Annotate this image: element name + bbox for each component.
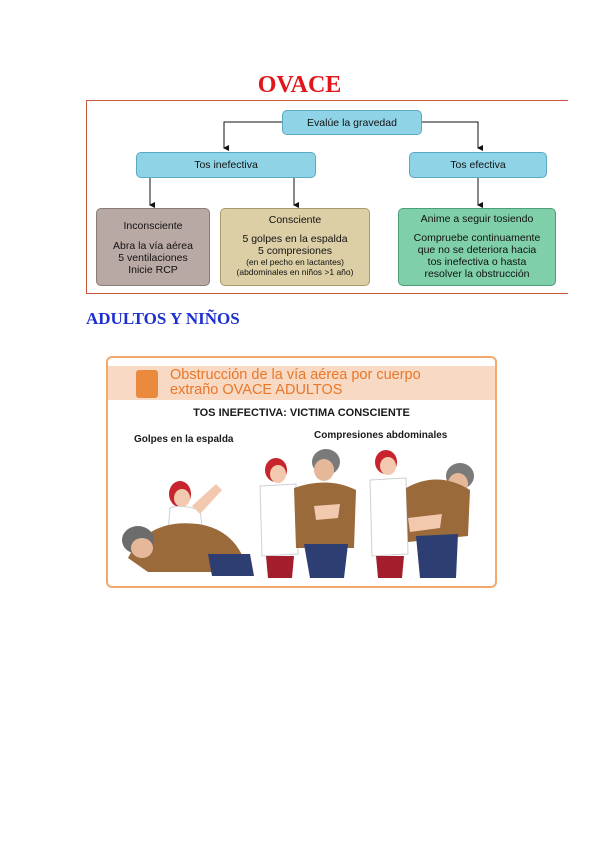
section-subtitle: ADULTOS Y NIÑOS — [86, 309, 240, 328]
node-conscious-line: 5 golpes en la espalda — [242, 233, 348, 245]
abdominal-thrusts-scene-1 — [259, 449, 356, 578]
flowchart-connectors — [149, 121, 483, 208]
node-effective-cough-label: Tos efectiva — [450, 159, 506, 171]
node-unconscious-line: Abra la vía aérea — [113, 240, 193, 252]
node-effective-line: Compruebe continuamente — [413, 232, 541, 244]
connector-root-left — [223, 121, 282, 151]
illustration-header: Obstrucción de la vía aérea por cuerpo e… — [170, 368, 490, 398]
connector-root-right — [422, 121, 483, 151]
back-blows-label: Golpes en la espalda — [134, 434, 234, 445]
node-unconscious: Inconsciente Abra la vía aérea 5 ventila… — [96, 208, 210, 286]
node-conscious-heading: Consciente — [268, 214, 322, 226]
illustration-header-bar — [108, 366, 495, 400]
node-unconscious-line: Inicie RCP — [128, 264, 178, 276]
illustration-header-line: Obstrucción de la vía aérea por cuerpo — [170, 367, 421, 383]
rescue-figures-drawing — [122, 449, 474, 578]
illustration-header-line: extraño OVACE ADULTOS — [170, 382, 343, 398]
node-effective-line: resolver la obstrucción — [424, 268, 530, 280]
ovace-flowchart: Evalúe la gravedad Tos inefectiva Tos ef… — [86, 100, 568, 296]
node-effective-cough: Tos efectiva — [409, 152, 547, 178]
abdominal-thrusts-label: Compresiones abdominales — [314, 430, 448, 441]
node-conscious-note: (en el pecho en lactantes) — [246, 257, 344, 267]
abdominal-thrusts-scene-2 — [369, 450, 474, 578]
node-ineffective-cough-label: Tos inefectiva — [194, 159, 258, 171]
back-blows-scene — [122, 481, 254, 576]
node-effective: Anime a seguir tosiendo Compruebe contin… — [398, 208, 556, 286]
node-conscious-line: 5 compresiones — [257, 245, 333, 257]
node-unconscious-heading: Inconsciente — [123, 220, 183, 232]
choking-illustration: Obstrucción de la vía aérea por cuerpo e… — [106, 356, 497, 588]
illustration-subheading: TOS INEFECTIVA: VICTIMA CONSCIENTE — [193, 407, 410, 419]
node-evaluate-severity-label: Evalúe la gravedad — [307, 116, 397, 129]
node-unconscious-line: 5 ventilaciones — [118, 252, 188, 264]
node-effective-heading: Anime a seguir tosiendo — [420, 213, 534, 225]
choking-person-icon — [136, 370, 158, 398]
node-ineffective-cough: Tos inefectiva — [136, 152, 316, 178]
flowchart-frame — [86, 100, 568, 294]
page-title: OVACE — [257, 72, 342, 98]
node-effective-line: que no se deteriora hacia — [417, 244, 537, 256]
node-effective-line: tos inefectiva o hasta — [427, 256, 527, 268]
node-conscious-note: (abdominales en niños >1 año) — [236, 267, 354, 277]
node-evaluate-severity: Evalúe la gravedad — [282, 110, 422, 135]
node-conscious: Consciente 5 golpes en la espalda 5 comp… — [220, 208, 370, 286]
